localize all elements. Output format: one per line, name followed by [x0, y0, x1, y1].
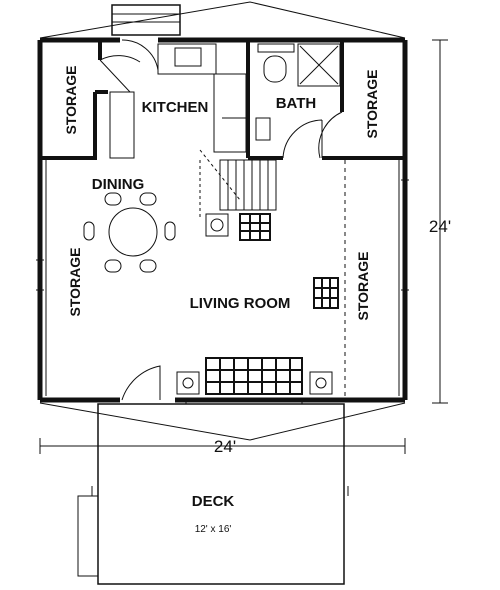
- storage-nw-walls: [42, 42, 141, 160]
- bath-label: BATH: [276, 95, 317, 112]
- deck-label: DECK: [192, 493, 235, 510]
- storage-ne-label: STORAGE: [364, 70, 380, 139]
- dining-table: [83, 192, 176, 273]
- stove-and-woodbox: [205, 213, 271, 241]
- kitchen-label: KITCHEN: [142, 99, 209, 116]
- exterior-walls: [37, 37, 408, 403]
- depth-dimension-label: 24': [429, 217, 451, 236]
- storage-nw-label: STORAGE: [63, 66, 79, 135]
- roof-vent: [111, 4, 181, 36]
- heater: [313, 277, 339, 309]
- hearth: [176, 357, 333, 395]
- stairway: [199, 149, 277, 220]
- living-room-label: LIVING ROOM: [190, 295, 291, 312]
- storage-w-label: STORAGE: [67, 248, 83, 317]
- storage-e-label: STORAGE: [355, 252, 371, 321]
- dimension-vertical: [432, 39, 448, 404]
- width-dimension-label: 24': [214, 437, 236, 456]
- dining-label: DINING: [92, 176, 145, 193]
- bath-walls: [246, 42, 403, 160]
- deck: [77, 403, 349, 585]
- windows: [36, 179, 409, 291]
- deck-size-label: 12' x 16': [195, 524, 232, 535]
- roof-eave-outline: [39, 1, 406, 441]
